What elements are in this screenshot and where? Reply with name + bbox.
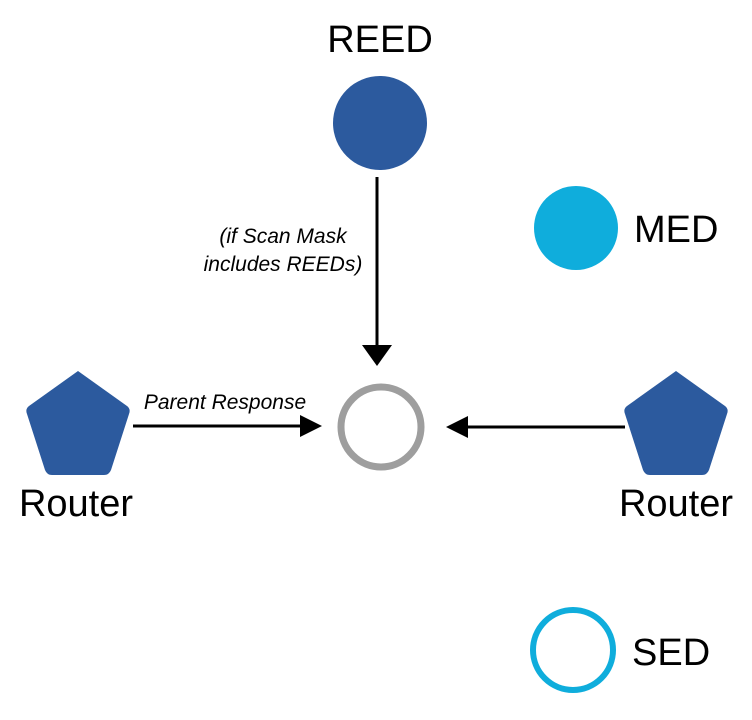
edge-label-scan-mask-line1: (if Scan Mask (219, 225, 348, 248)
node-label-med: MED (634, 209, 718, 251)
edge-label-scan-mask-line2: includes REEDs) (204, 253, 363, 276)
edge-label-parent-response: Parent Response (144, 391, 306, 414)
joiner-circle-icon[interactable] (337, 383, 425, 471)
router-right-pentagon-icon[interactable] (624, 371, 728, 475)
arrowhead-down-icon (362, 345, 392, 366)
node-router-right[interactable]: Router (619, 371, 733, 525)
med-circle-icon[interactable] (534, 186, 618, 270)
node-label-router-right: Router (619, 483, 733, 525)
node-sed[interactable]: SED (530, 607, 710, 693)
edge-router-left-to-joiner: Parent Response (133, 391, 322, 437)
node-joiner[interactable] (337, 383, 425, 471)
edge-router-right-to-joiner (446, 416, 625, 438)
node-label-reed: REED (327, 19, 433, 61)
router-left-pentagon-icon[interactable] (26, 371, 130, 475)
sed-circle-icon[interactable] (530, 607, 616, 693)
node-med[interactable]: MED (534, 186, 718, 270)
node-label-router-left: Router (19, 483, 133, 525)
node-router-left[interactable]: Router (19, 371, 133, 525)
node-label-sed: SED (632, 632, 710, 674)
arrowhead-left-icon (446, 416, 468, 438)
node-reed[interactable]: REED (327, 19, 433, 170)
edge-reed-to-joiner: (if Scan Mask includes REEDs) (204, 177, 392, 366)
reed-circle-icon[interactable] (333, 76, 427, 170)
arrowhead-right-icon (300, 415, 322, 437)
